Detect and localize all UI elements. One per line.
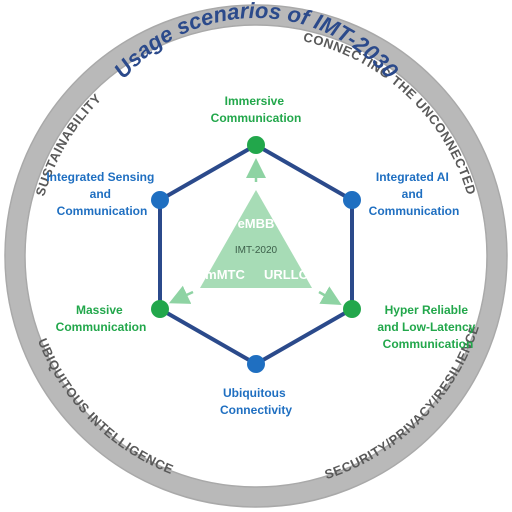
node-integrated-sensing bbox=[151, 191, 169, 209]
center-label-embb: eMBB bbox=[238, 216, 275, 231]
arrow-to-massive bbox=[168, 285, 194, 304]
inner-ring-edge bbox=[24, 24, 488, 488]
arrow-to-hrllc bbox=[318, 286, 342, 305]
label-integrated-sensing: Integrated Sensing and Communication bbox=[46, 170, 157, 218]
diagram-title: Usage scenarios of IMT-2030 bbox=[109, 0, 404, 84]
node-immersive bbox=[247, 136, 265, 154]
center-label-mmtc: mMTC bbox=[205, 267, 245, 282]
label-ubiquitous: Ubiquitous Connectivity bbox=[220, 386, 292, 417]
node-integrated-ai bbox=[343, 191, 361, 209]
node-hrllc bbox=[343, 300, 361, 318]
outer-ring bbox=[5, 5, 507, 507]
node-ubiquitous bbox=[247, 355, 265, 373]
label-integrated-ai: Integrated AI and Communication bbox=[369, 170, 460, 218]
outer-ring-edge bbox=[4, 4, 508, 508]
label-immersive: Immersive Communication bbox=[211, 94, 302, 125]
imt2020-triangle bbox=[200, 190, 312, 288]
label-hrllc: Hyper Reliable and Low-Latency Communica… bbox=[377, 303, 478, 351]
center-label-urllc: URLLC bbox=[264, 267, 309, 282]
node-massive bbox=[151, 300, 169, 318]
center-label-imt2020: IMT-2020 bbox=[235, 245, 278, 256]
label-massive: Massive Communication bbox=[56, 303, 147, 334]
